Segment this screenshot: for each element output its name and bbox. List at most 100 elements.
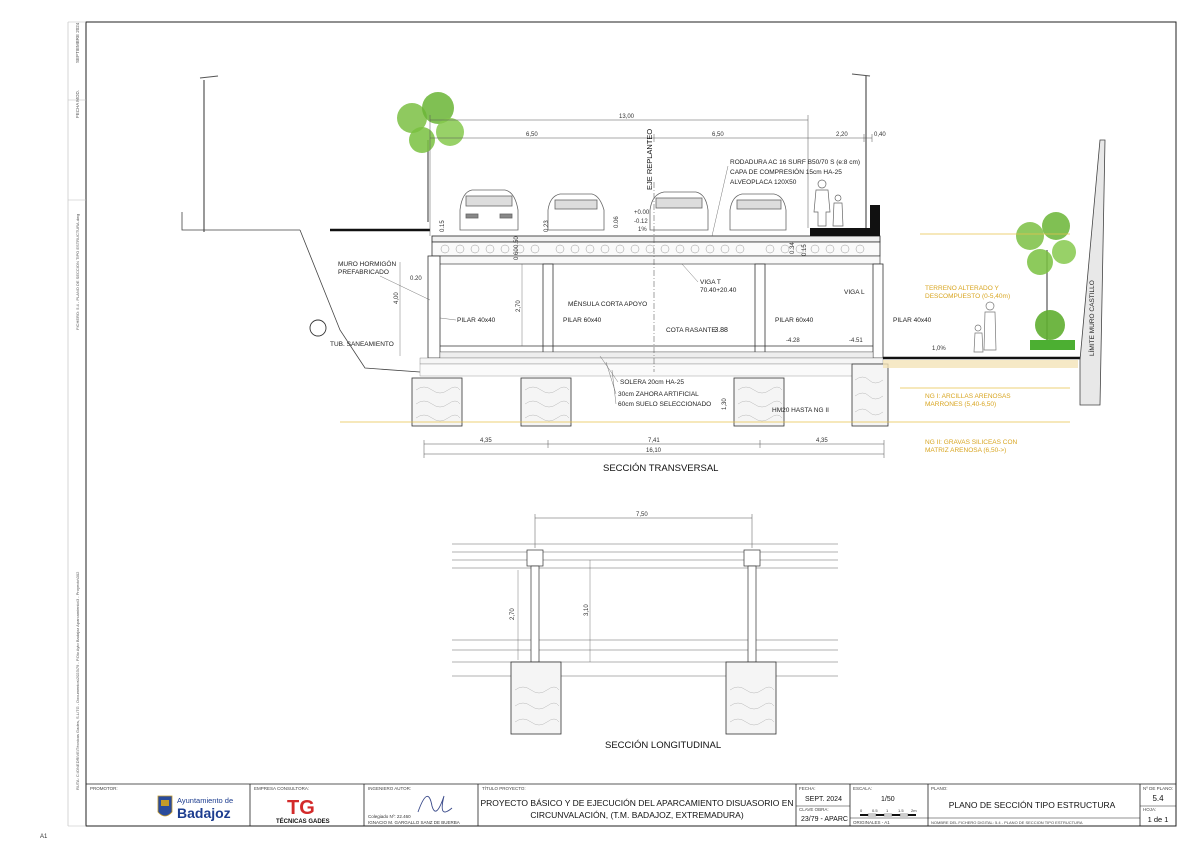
dim-left-top: 6,50 (526, 132, 538, 138)
tree-right-icon (1016, 212, 1076, 350)
car-icon (729, 193, 787, 231)
dim-270: 2,70 (516, 300, 522, 312)
car-icon (459, 189, 519, 231)
titulo-label: TÍTULO PROYECTO: (482, 785, 526, 791)
title-block (86, 783, 1176, 826)
label-viga-t-2: 70.40+20.40 (700, 287, 737, 294)
hoja-label: HOJA: (1143, 807, 1156, 812)
dim-bottom-total: 16,10 (646, 448, 662, 454)
fichero-digital: NOMBRE DEL FICHERO DIGITAL: 5.4 - PLANO … (931, 820, 1083, 825)
zahora-layer (419, 357, 884, 365)
label-cota-rasante: COTA RASANTE (666, 327, 716, 334)
beam-row (431, 255, 881, 265)
suelo-layer (419, 363, 884, 377)
empresa-name: TÉCNICAS GADES (276, 817, 330, 825)
dim-right2-top: 2,20 (836, 132, 848, 138)
title-seccion-transversal: SECCIÓN TRANSVERSAL (603, 463, 718, 474)
geo-ng1-1: NG I: ARCILLAS ARENOSAS (925, 393, 1011, 400)
sidewalk-curb (810, 228, 880, 236)
sheet-code: A1 (40, 834, 48, 840)
layer-alveoplaca: ALVEOPLACA 120X50 (730, 179, 797, 186)
dim-015: 0.15 (440, 220, 446, 232)
pedestrian-icon (813, 179, 844, 227)
nplano-label: Nº DE PLANO: (1143, 786, 1173, 791)
fecha-value: SEPT. 2024 (805, 796, 842, 803)
clave-value: 23/79 - APARC (801, 816, 848, 823)
level-minus012: -0.12 (634, 219, 648, 225)
geo-ng2-1: NG II: GRAVAS SILICEAS CON (925, 439, 1018, 446)
signature-icon (417, 795, 453, 813)
excavation-slope (299, 229, 421, 373)
castle-wall (1079, 139, 1106, 406)
margin-path-label: RUTA: C:\ONEDRIVE\Técnicas Gades, S.L\TG… (75, 571, 80, 790)
pillar-center-left (542, 263, 554, 359)
title-seccion-longitudinal: SECCIÓN LONGITUDINAL (605, 740, 721, 751)
long-pillar-left (530, 565, 540, 663)
colegiado: Colegiado Nº: 22.460 (368, 814, 411, 819)
label-pilar60-left: PILAR 60x40 (563, 317, 602, 324)
label-pilar40-right: PILAR 40x40 (893, 317, 932, 324)
plano-label: PLANO: (931, 786, 948, 791)
promotor-name-1: Ayuntamiento de (177, 796, 233, 805)
level-428: -4.28 (786, 338, 800, 344)
car-icon (649, 191, 709, 231)
scale-tick-0: 0 (860, 808, 863, 813)
pillar-center-right (754, 263, 766, 359)
dim-023: 0.23 (544, 220, 550, 232)
level-451: -4.51 (849, 338, 863, 344)
geo-ng2-2: MATRIZ ARENOSA (6,50->) (925, 447, 1006, 454)
plano-value: PLANO DE SECCIÓN TIPO ESTRUCTURA (949, 800, 1116, 810)
label-solera: SOLERA 20cm HA-25 (620, 379, 684, 386)
solera-layer (439, 351, 874, 359)
label-muro-1: MURO HORMIGÓN (338, 259, 396, 268)
nplano-value: 5.4 (1152, 794, 1164, 803)
label-suelo: 60cm SUELO SELECCIONADO (618, 401, 711, 408)
long-h1-dim: 2,70 (510, 608, 516, 620)
sheet-frame (85, 21, 1177, 827)
geo-terreno-2: DESCOMPUESTO (0-5,40m) (925, 293, 1010, 300)
label-viga-t-1: VIGA T (700, 279, 721, 286)
label-pilar60-right: PILAR 60x40 (775, 317, 814, 324)
clave-label: CLAVE OBRA: (799, 807, 829, 812)
slope-label: 1% (638, 227, 647, 233)
dim-020: 0.20 (410, 276, 422, 282)
parapet (870, 205, 880, 229)
dim-034: 0.34 (790, 242, 796, 254)
geo-ng1-2: MARRONES (5,40-6,50) (925, 401, 996, 408)
dim-400: 4,00 (394, 292, 400, 304)
badajoz-shield-icon (157, 795, 173, 817)
ingeniero-name: IGNACIO M. GARGALLO SANZ DE BUERBA (368, 820, 460, 825)
geo-terreno-1: TERRENO ALTERADO Y (925, 285, 999, 292)
dim-bottom-mid: 7,41 (648, 438, 660, 444)
dim-right-top: 6,50 (712, 132, 724, 138)
sewer-pipe-icon (309, 319, 327, 337)
fecha-label: FECHA: (799, 786, 816, 791)
dim-bottom-right: 4,35 (816, 438, 828, 444)
escala-value: 1/50 (881, 796, 895, 803)
layer-compresion: CAPA DE COMPRESIÓN 15cm HA-25 (730, 167, 842, 176)
hoja-value: 1 de 1 (1148, 815, 1169, 824)
level-zero: +0.00 (634, 210, 650, 216)
footings (411, 363, 889, 427)
dim-bottom-left: 4,35 (480, 438, 492, 444)
scale-tick-4: 2m (911, 808, 917, 813)
long-h2-dim: 3,10 (584, 604, 590, 616)
margin-date-value: SEPTIEMBRE 2024 (75, 22, 80, 63)
titulo-line-1: PROYECTO BÁSICO Y DE EJECUCIÓN DEL APARC… (481, 798, 794, 808)
section-longitudinal: 7,50 2,70 3,10 SECCIÓN LONGITUDINAL (452, 512, 838, 751)
titulo-line-2: CIRCUNVALACIÓN, (T.M. BADAJOZ, EXTREMADU… (530, 810, 743, 820)
promotor-label: PROMOTOR: (90, 786, 118, 791)
pillar-left (427, 255, 441, 359)
dim-total-top: 13,00 (619, 114, 635, 120)
long-pillar-right (747, 565, 757, 663)
scale-tick-2: 1 (886, 808, 889, 813)
dim-right3-top: 0,40 (874, 132, 886, 138)
dim-050: 0.50 (514, 236, 520, 248)
section-transversal: 13,00 6,50 6,50 2,20 0,40 EJE REPLANTEO … (181, 73, 1106, 474)
empresa-logo: TG (287, 797, 315, 819)
dim-130: 1,30 (722, 398, 728, 410)
alveoplaca-slab (431, 241, 881, 257)
slope2-label: 1,0% (932, 346, 946, 352)
dim-015b: 0.15 (802, 244, 808, 256)
